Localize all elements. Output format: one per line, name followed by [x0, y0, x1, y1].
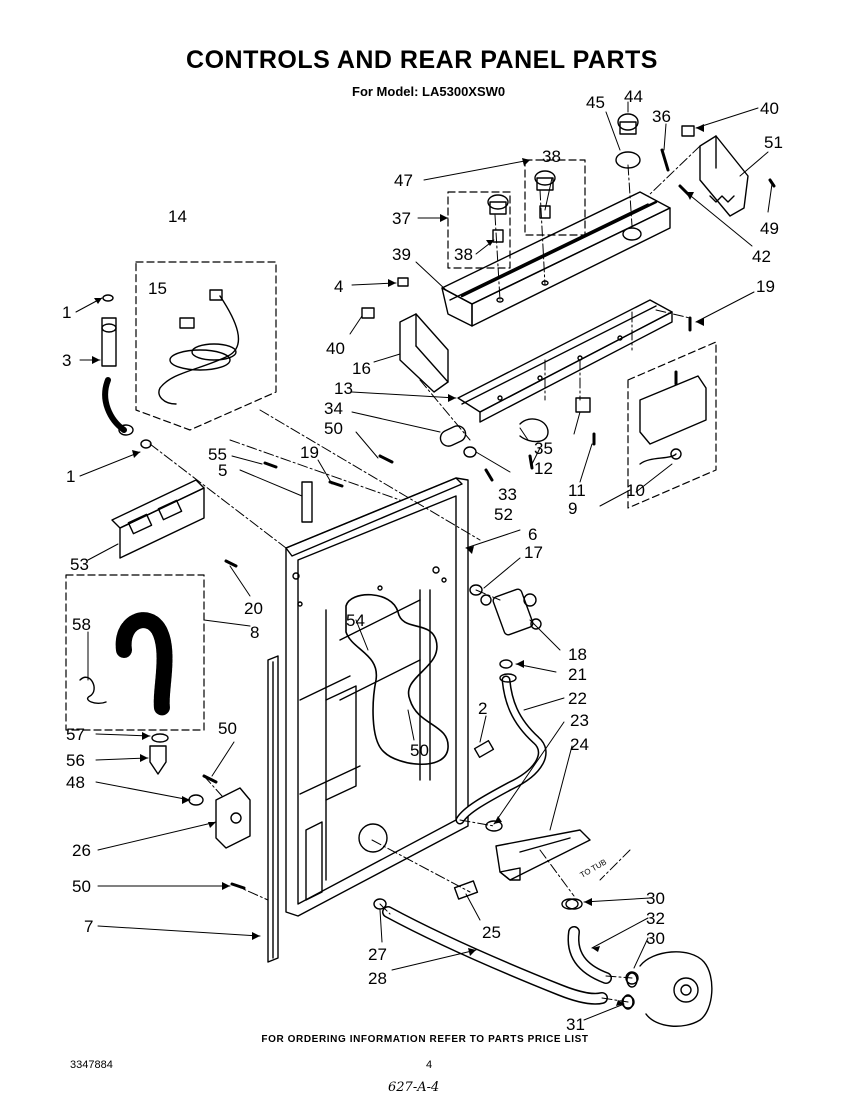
page-number: 4: [426, 1059, 433, 1071]
end-cap-right: [699, 135, 749, 217]
callout-20: 20: [244, 599, 263, 618]
callout-numbers: 1 3 1 14 15 4 55 5 19 50 34 13 16 40 39 …: [62, 87, 783, 1034]
handwritten-note: 627-A-4: [388, 1080, 440, 1095]
inlet-pipe: [101, 294, 152, 449]
callout-57: 57: [66, 725, 85, 744]
console-bracket: [457, 299, 673, 423]
callout-11: 11: [568, 481, 586, 500]
callout-37: 37: [392, 209, 411, 228]
callout-30: 30: [646, 929, 665, 948]
callout-50: 50: [324, 419, 343, 438]
fasteners: [188, 125, 776, 1009]
water-valve: [480, 588, 542, 636]
callout-51: 51: [764, 133, 783, 152]
callout-56: 56: [66, 751, 85, 770]
callout-7: 7: [84, 917, 93, 936]
callout-1: 1: [66, 467, 75, 486]
callout-38: 38: [542, 147, 561, 166]
callout-40: 40: [760, 99, 779, 118]
callout-21: 21: [568, 665, 587, 684]
callout-10: 10: [626, 481, 645, 500]
callout-45: 45: [586, 93, 605, 112]
callout-33: 33: [498, 485, 517, 504]
cord-group-box: [135, 261, 277, 431]
callout-48: 48: [66, 773, 85, 792]
callout-44: 44: [624, 87, 643, 106]
fill-hoses: [455, 673, 547, 825]
callout-3: 3: [62, 351, 71, 370]
timer: [639, 370, 707, 465]
knob-group-box-37: [447, 191, 511, 269]
callout-35: 35: [534, 439, 553, 458]
callout-39: 39: [392, 245, 411, 264]
callout-16: 16: [352, 359, 371, 378]
model-subtitle: For Model: LA5300XSW0: [352, 84, 506, 99]
console-panel: [441, 191, 671, 327]
callout-22: 22: [568, 689, 587, 708]
access-cover-bracket: [111, 479, 205, 559]
knobs: [487, 113, 641, 243]
callout-50: 50: [410, 741, 429, 760]
callout-2: 2: [478, 699, 487, 718]
callout-27: 27: [368, 945, 387, 964]
callout-54: 54: [346, 611, 365, 630]
callout-5: 5: [218, 461, 227, 480]
callout-55: 55: [208, 445, 227, 464]
callout-28: 28: [368, 969, 387, 988]
document-number: 3347884: [70, 1059, 113, 1071]
callout-9: 9: [568, 499, 577, 518]
callout-17: 17: [524, 543, 543, 562]
callout-8: 8: [250, 623, 259, 642]
callout-50: 50: [72, 877, 91, 896]
callout-18: 18: [568, 645, 587, 664]
callout-26: 26: [72, 841, 91, 860]
callout-58: 58: [72, 615, 91, 634]
drain-bracket: [215, 787, 251, 849]
timer-group-box: [627, 341, 717, 509]
callout-1: 1: [62, 303, 71, 322]
callout-12: 12: [534, 459, 553, 478]
hose-group-box: [65, 574, 205, 731]
ordering-footer: FOR ORDERING INFORMATION REFER TO PARTS …: [261, 1034, 589, 1045]
callout-23: 23: [570, 711, 589, 730]
arrowheads: [92, 124, 704, 1006]
callout-25: 25: [482, 923, 501, 942]
callout-47: 47: [394, 171, 413, 190]
callout-36: 36: [652, 107, 671, 126]
leader-lines: [75, 101, 773, 1021]
end-cap-left: [399, 313, 449, 393]
power-cord: [158, 289, 240, 405]
callout-19: 19: [300, 443, 319, 462]
drain-hose: [382, 906, 608, 1005]
callout-42: 42: [752, 247, 771, 266]
callout-15: 15: [148, 279, 167, 298]
callout-30: 30: [646, 889, 665, 908]
callout-6: 6: [528, 525, 537, 544]
callout-13: 13: [334, 379, 353, 398]
callout-53: 53: [70, 555, 89, 574]
callout-32: 32: [646, 909, 665, 928]
callout-40: 40: [326, 339, 345, 358]
corrugated-hose: [79, 612, 173, 775]
callout-19: 19: [756, 277, 775, 296]
assembly-lines: [149, 145, 701, 1003]
rear-panel: [285, 477, 469, 917]
callout-50: 50: [218, 719, 237, 738]
callout-49: 49: [760, 219, 779, 238]
callout-4: 4: [334, 277, 343, 296]
callout-52: 52: [494, 505, 513, 524]
tub-hose: [565, 898, 612, 984]
callout-38: 38: [454, 245, 473, 264]
side-strip: [267, 655, 279, 963]
callout-14: 14: [168, 207, 187, 226]
callout-31: 31: [566, 1015, 585, 1034]
fill-assembly: [495, 829, 591, 881]
page-title: CONTROLS AND REAR PANEL PARTS: [186, 46, 658, 74]
callout-34: 34: [324, 399, 343, 418]
callout-24: 24: [570, 735, 589, 754]
